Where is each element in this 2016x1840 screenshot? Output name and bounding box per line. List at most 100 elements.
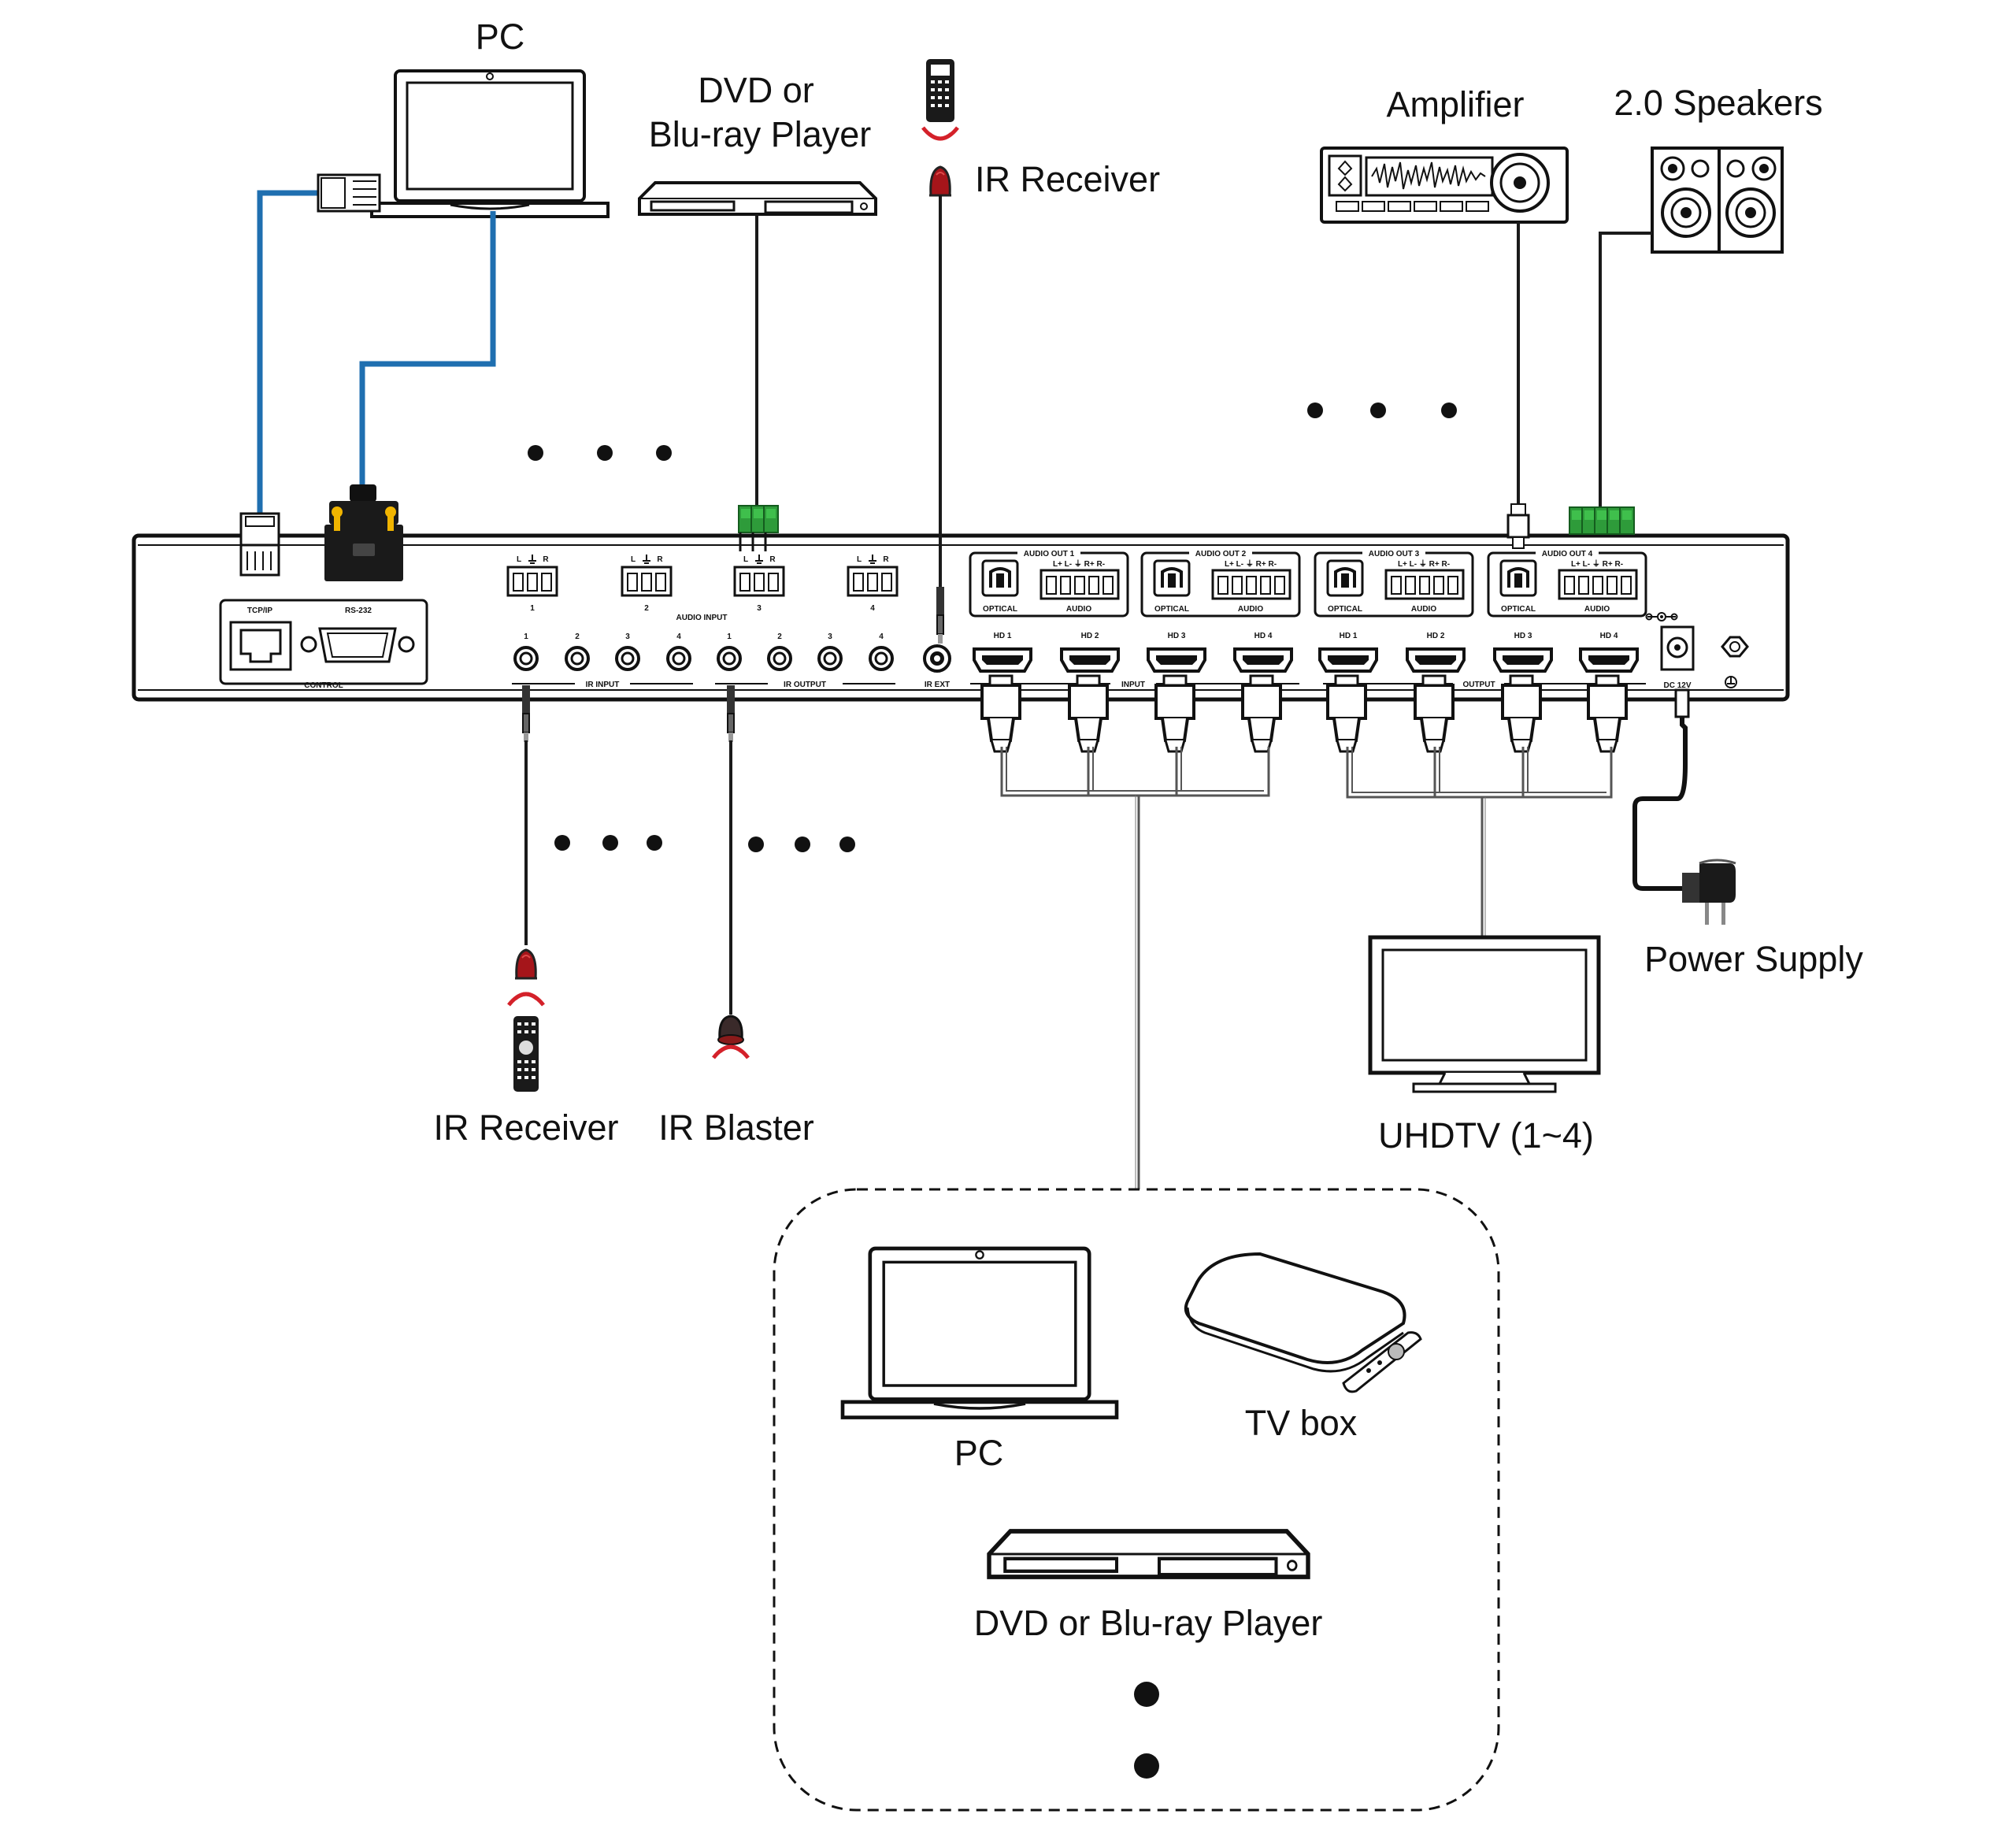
hdmi-output-port-2[interactable] [1406, 647, 1466, 673]
ir-signal-waves-bottom-icon [509, 994, 543, 1005]
rj45-port[interactable] [229, 621, 292, 671]
ir-blaster-emitter-icon [717, 1015, 744, 1045]
ir-output-port-2[interactable] [767, 646, 792, 671]
ir-receiver-top: IR Receiver [923, 59, 1160, 644]
audio-input-4[interactable] [847, 566, 899, 597]
optical-label: OPTICAL [983, 605, 1017, 614]
tcpip-label: TCP/IP [247, 607, 273, 615]
ir-receiver-bulb-icon [928, 165, 953, 197]
dc-power-jack[interactable] [1660, 625, 1695, 671]
hdmi-plug-icon [1068, 674, 1109, 753]
audio-input-r-label: R [769, 555, 776, 564]
ground-icon [528, 555, 536, 564]
hdmi-output-label: HD 4 [1600, 632, 1618, 640]
ir-ext-label: IR EXT [925, 681, 950, 689]
pc-cables [239, 173, 496, 581]
optical-label: OPTICAL [1501, 605, 1536, 614]
dc-label: DC 12V [1663, 681, 1691, 690]
ir-input-port-3[interactable] [615, 646, 640, 671]
amplifier-label: Amplifier [1386, 84, 1524, 124]
remote-control-bottom-icon [513, 1016, 539, 1092]
audio-out-terminal[interactable] [1384, 569, 1465, 600]
audio-input-l-label: L [517, 555, 521, 564]
hdmi-input-port-3[interactable] [1147, 647, 1206, 673]
uhdtv-label: UHDTV (1~4) [1378, 1115, 1594, 1156]
ir-output-label: IR OUTPUT [784, 681, 826, 689]
audio-input-number: 2 [644, 604, 649, 613]
ir-output-port-1[interactable] [717, 646, 742, 671]
ellipsis-dots [528, 402, 1457, 1779]
sources-group: PC TV box DVD or Blu-ray Player [773, 1188, 1500, 1812]
ir-output-number: 1 [727, 632, 732, 641]
hdmi-output-port-4[interactable] [1579, 647, 1639, 673]
ir-ext-port[interactable] [923, 644, 951, 673]
ir-output-number: 3 [828, 632, 832, 641]
hdmi-cables [980, 674, 1628, 1189]
power-adapter-icon [1682, 859, 1736, 925]
laptop-icon [370, 69, 610, 218]
audio-out-title: AUDIO OUT 3 [1369, 550, 1420, 558]
ir-signal-waves-icon [923, 128, 958, 139]
optical-port[interactable] [1499, 559, 1537, 597]
ir-output-number: 4 [879, 632, 884, 641]
ir-input-number: 2 [575, 632, 580, 641]
ir-input-port-1[interactable] [513, 646, 539, 671]
audio-input-3[interactable] [733, 566, 785, 597]
ir-output-port-3[interactable] [817, 646, 843, 671]
optical-label: OPTICAL [1328, 605, 1362, 614]
optical-port[interactable] [1326, 559, 1364, 597]
audio-input-1[interactable] [506, 566, 558, 597]
speakers-label: 2.0 Speakers [1614, 83, 1822, 123]
audio-input-r-label: R [543, 555, 549, 564]
audio-input-number: 4 [870, 604, 875, 613]
ground-icon [643, 555, 650, 564]
audio-out-terminal[interactable] [1211, 569, 1292, 600]
optical-port[interactable] [1153, 559, 1191, 597]
audio-input-l-label: L [743, 555, 748, 564]
speaker-right-icon [1718, 147, 1784, 254]
hdmi-input-label: HD 3 [1168, 632, 1186, 640]
ir-receiver-top-label: IR Receiver [975, 159, 1160, 199]
speaker-left-icon [1651, 147, 1721, 254]
pc-top: PC [370, 17, 610, 218]
audio-input-l-label: L [631, 555, 636, 564]
hdmi-output-label: OUTPUT [1462, 681, 1495, 689]
audio-out-title: AUDIO OUT 2 [1195, 550, 1247, 558]
dvd-sources-label: DVD or Blu-ray Player [974, 1603, 1323, 1643]
ir-input-label: IR INPUT [586, 681, 620, 689]
power-supply-label: Power Supply [1644, 939, 1863, 979]
audio-input-l-label: L [857, 555, 862, 564]
ir-output-port-4[interactable] [869, 646, 894, 671]
audio-out-pins: L+ L- ⏚ R+ R- [1225, 559, 1277, 569]
ground-icon [869, 555, 876, 564]
hdmi-output-label: HD 1 [1340, 632, 1358, 640]
audio-input-label: AUDIO INPUT [676, 614, 728, 622]
audio-input-2[interactable] [621, 566, 673, 597]
dvd-top-label-line1: DVD or [698, 70, 814, 110]
dc-polarity-icon [1645, 612, 1678, 621]
rj45-plug-icon [317, 173, 381, 213]
hdmi-input-label: HD 1 [994, 632, 1012, 640]
optical-cable-plug-icon [1506, 503, 1530, 549]
uhdtv: UHDTV (1~4) [1368, 935, 1601, 1156]
hdmi-output-port-3[interactable] [1493, 647, 1553, 673]
hdmi-input-port-1[interactable] [973, 647, 1032, 673]
audio-input-number: 3 [757, 604, 762, 613]
ir-input-port-4[interactable] [666, 646, 691, 671]
amplifier-icon [1320, 147, 1569, 224]
audio-out-terminal[interactable] [1558, 569, 1638, 600]
audio-out-terminal[interactable] [1040, 569, 1120, 600]
rs232-port[interactable] [300, 627, 415, 663]
amplifier: Amplifier [1320, 84, 1569, 549]
hdmi-input-port-4[interactable] [1233, 647, 1293, 673]
ir-input-port-2[interactable] [565, 646, 590, 671]
optical-port[interactable] [981, 559, 1019, 597]
ir-input-jack-icon [521, 684, 531, 743]
hdmi-output-port-1[interactable] [1318, 647, 1378, 673]
hdmi-input-port-2[interactable] [1060, 647, 1120, 673]
hdmi-plug-icon [1241, 674, 1282, 753]
